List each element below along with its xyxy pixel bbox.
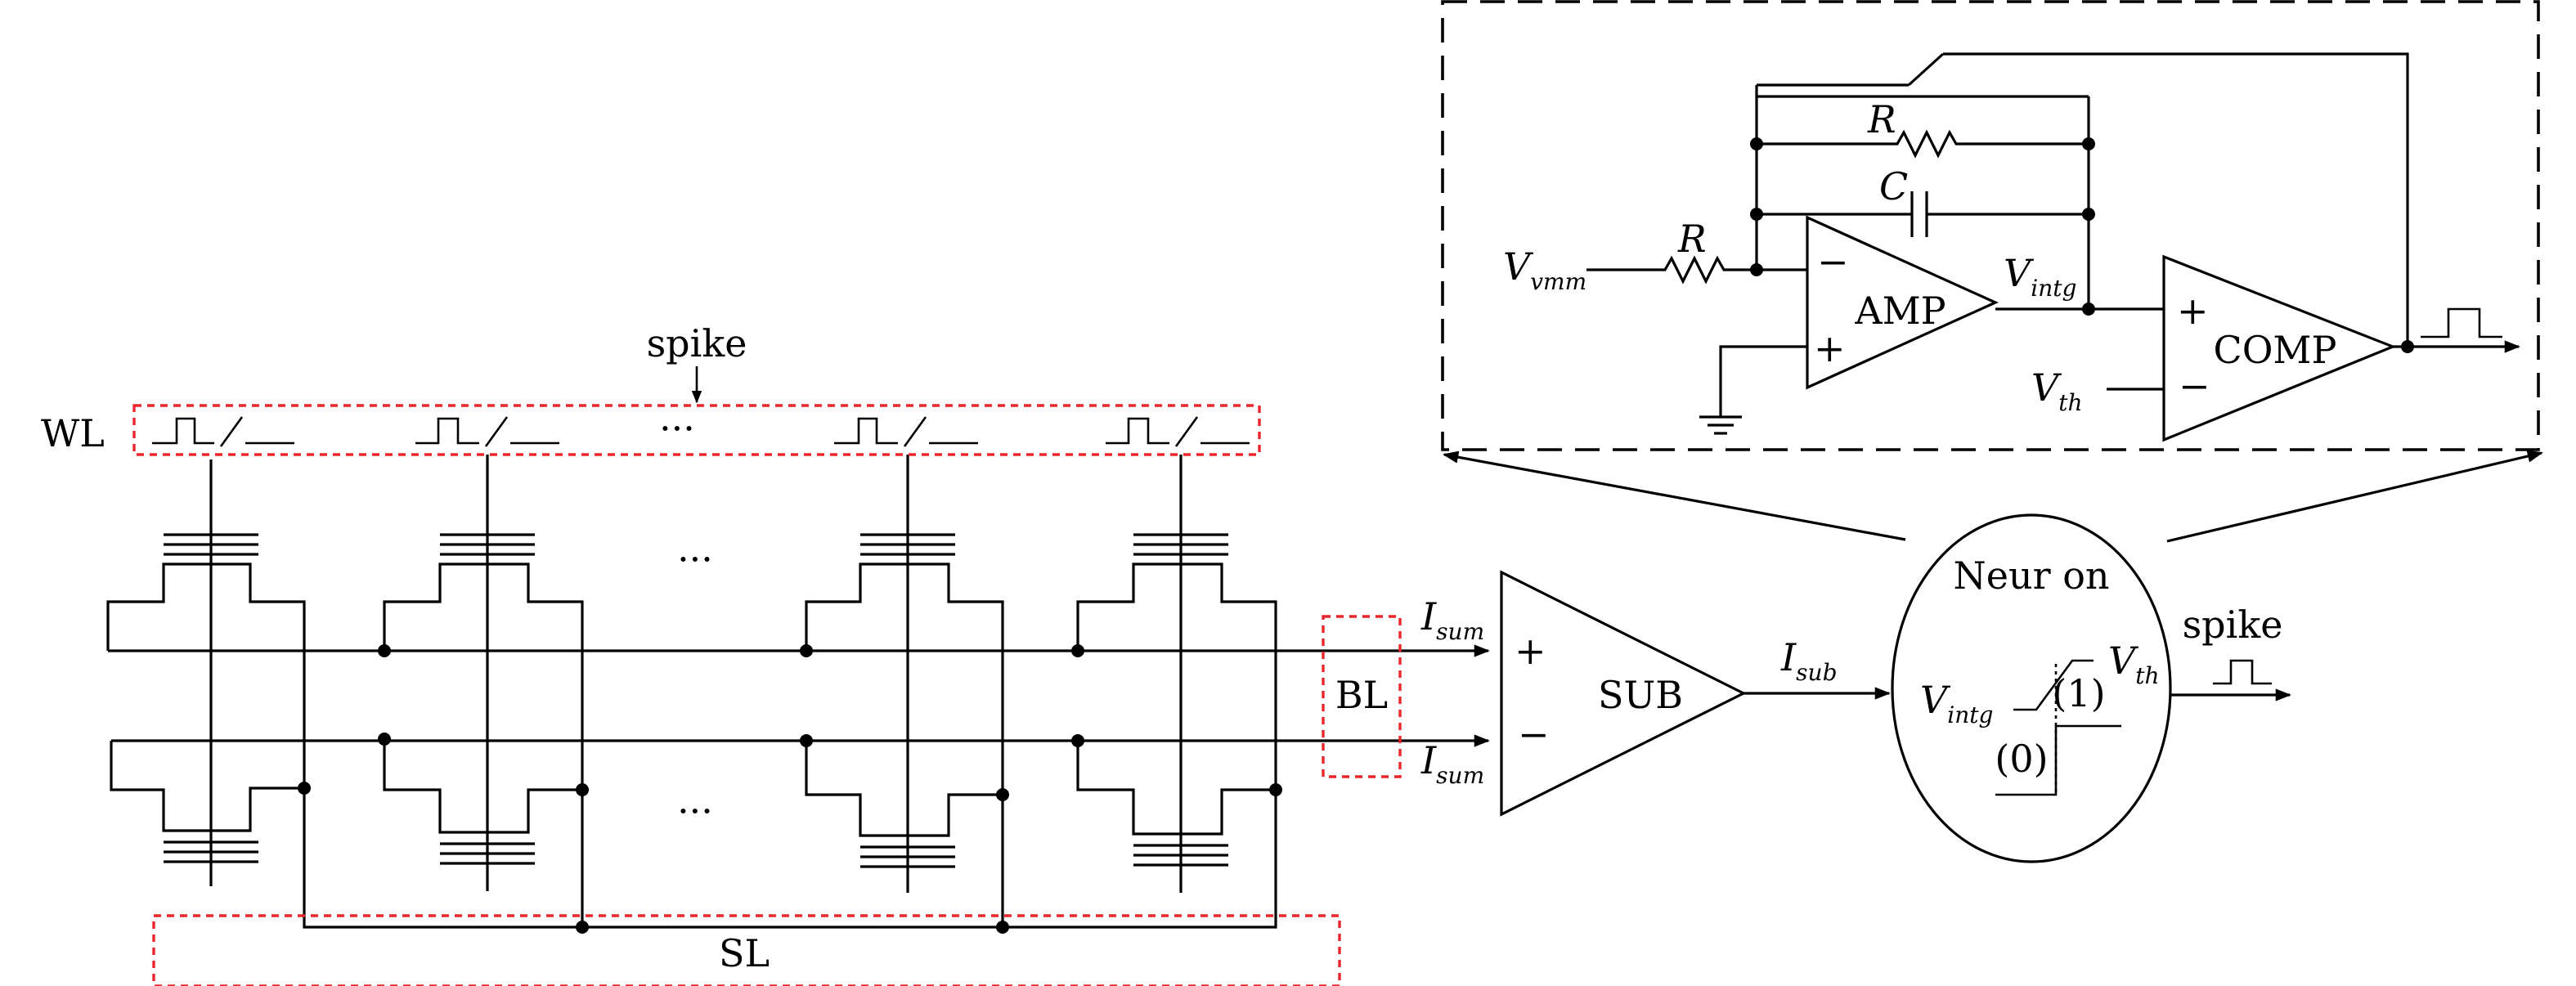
bit-line-label: BL [1335,673,1388,717]
bit-line-group: BL [1322,615,1402,778]
isub-label: Isub [1780,635,1838,686]
isum-bottom-label: Isum [1420,738,1484,789]
bit-line-box [1322,615,1402,778]
word-line-label: WL [41,411,105,455]
subtractor-triangle [1500,570,1747,817]
feedback-resistor [1757,129,2089,159]
vth-label: Vth [2031,365,2083,416]
neuron-vintg-label: Vintg [1920,678,1993,728]
source-line-label: SL [719,931,770,975]
synapse-cell-4 [1076,455,1277,893]
ellipsis-middle: ··· [677,537,713,581]
feedback-resistor-label: R [1867,97,1896,141]
wl-ellipsis: ··· [659,406,695,450]
subtractor-plus: + [1515,629,1546,673]
wl-pulse-4 [1106,416,1250,447]
amp-triangle [1806,215,1999,390]
input-resistor [1586,255,1757,285]
word-line-box [132,404,1261,456]
neuron-step [1995,724,2121,796]
spike-input-label: spike [647,321,747,365]
reset-switch-wire [1943,52,2409,347]
synapse-cell-1 [106,459,306,886]
neuron: Neur on Vintg Vth (1) (0) spike [1443,450,2543,863]
source-line-box [152,914,1341,986]
comp-plus: + [2177,289,2209,333]
synapse-cell-3 [805,455,1004,893]
junction-dots [298,644,1282,934]
neuron-state-one: (1) [2052,671,2105,715]
vintg-label: Vintg [2004,251,2076,302]
spike-output-pulse [2213,659,2272,685]
neuron-state-zero: (0) [1995,737,2048,781]
source-line-bus [303,788,1277,929]
neuron-label: Neur on [1953,554,2109,598]
comp-minus: − [2179,364,2210,408]
feedback-capacitor-label: C [1879,164,1908,208]
wl-pulse-1 [152,416,294,447]
source-line-group: SL [152,914,1341,986]
amp-plus: + [1814,326,1846,370]
comp-output-pulse [2421,307,2502,338]
subtractor-minus: − [1518,712,1550,756]
subtractor-label: SUB [1598,673,1683,717]
comp-label: COMP [2214,328,2337,372]
neuron-ramp [2013,659,2094,711]
synapse-cell-2 [383,455,584,891]
synapse-array: ··· ··· [106,455,1490,934]
wl-pulse-3 [834,416,978,447]
comp-triangle [2162,254,2397,442]
ellipsis-bottom: ··· [677,789,713,833]
spike-output-label: spike [2183,603,2283,647]
subtractor: Isum Isum + − SUB Isub [1420,570,1891,817]
zoom-arrow-right [2166,450,2543,543]
word-line-group: WL ··· spike [41,321,1261,456]
reset-switch [1907,52,1945,87]
isum-top-label: Isum [1420,594,1484,645]
neuron-ellipse [1891,513,2172,863]
ground-wire [1719,345,1807,417]
amp-label: AMP [1854,289,1945,333]
detail-box [1441,0,2540,451]
wl-pulse-2 [415,416,559,447]
neuron-detail: Vvmm R R C − + AMP Vintg + − [1441,0,2540,451]
input-resistor-label: R [1677,217,1707,261]
neuron-vth-label: Vth [2108,639,2160,689]
amp-minus: − [1817,240,1849,284]
vvmm-label: Vvmm [1503,244,1586,295]
zoom-arrow-left [1443,450,1906,541]
